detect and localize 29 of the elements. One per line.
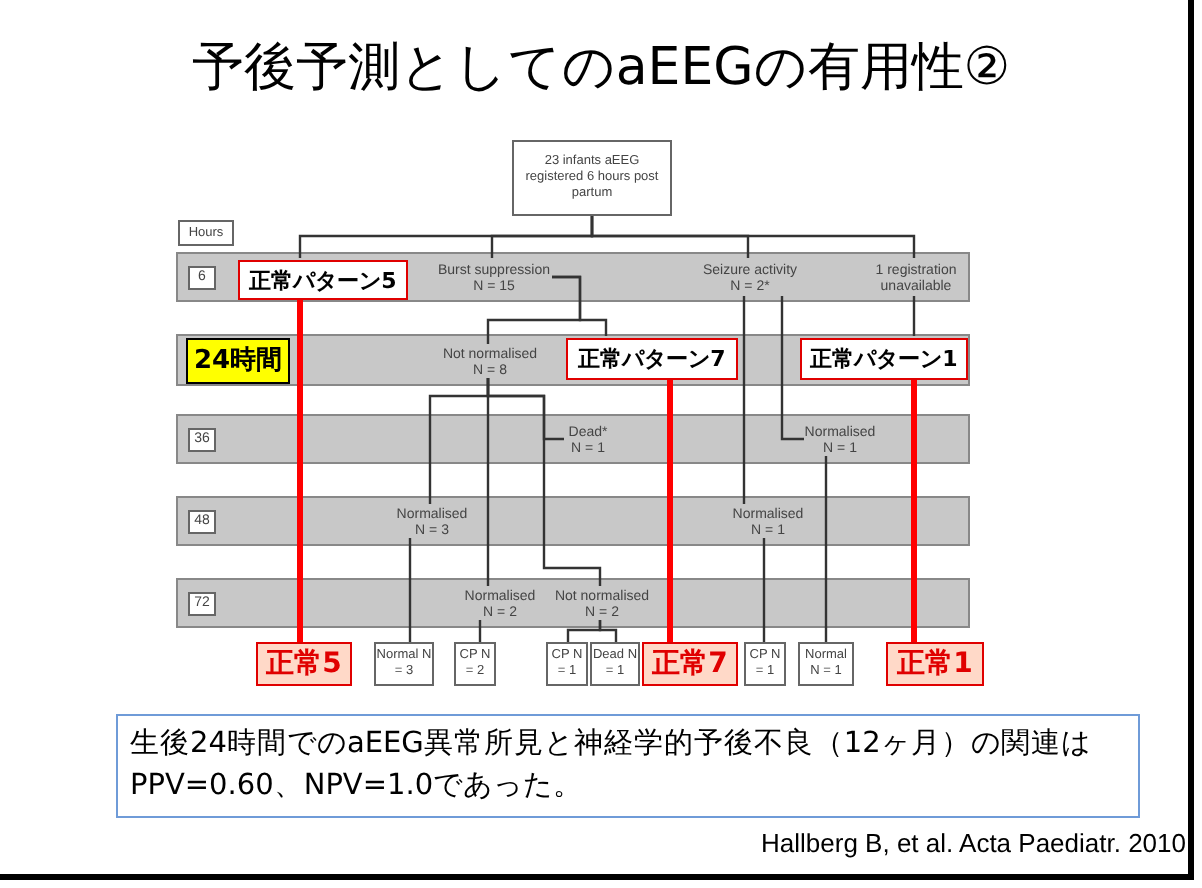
highlight-line — [667, 378, 673, 642]
callout-box: 正常パターン5 — [238, 260, 408, 300]
connector-line — [824, 456, 828, 642]
summary-box: 生後24時間でのaEEG異常所見と神経学的予後不良（12ヶ月）の関連はPPV=0.60、NPV=1.0であった。 — [116, 714, 1140, 818]
connector-line — [590, 216, 916, 258]
connector-line — [762, 538, 766, 642]
outcome-box: 正常5 — [256, 642, 352, 686]
highlight-line — [911, 378, 917, 642]
connector-line — [408, 538, 412, 642]
highlight-line — [297, 298, 303, 642]
time-box: 24時間 — [186, 338, 290, 384]
connector-line — [912, 296, 916, 336]
connector-line — [486, 378, 602, 586]
connector-line — [478, 620, 482, 642]
connector-line — [552, 275, 608, 336]
outcome-box: 正常7 — [642, 642, 738, 686]
connector-line — [742, 296, 746, 504]
connector-line — [780, 296, 804, 441]
connector-line — [598, 620, 618, 642]
time-band — [176, 578, 970, 628]
time-band — [176, 334, 970, 386]
citation: Hallberg B, et al. Acta Paediatr. 2010 — [761, 826, 1186, 862]
callout-box: 正常パターン1 — [800, 338, 968, 380]
time-band — [176, 414, 970, 464]
slide-title: 予後予測としてのaEEGの有用性② — [189, 36, 1013, 102]
time-band — [176, 496, 970, 546]
callout-box: 正常パターン7 — [566, 338, 738, 380]
time-band — [176, 252, 970, 302]
outcome-box: 正常1 — [886, 642, 984, 686]
